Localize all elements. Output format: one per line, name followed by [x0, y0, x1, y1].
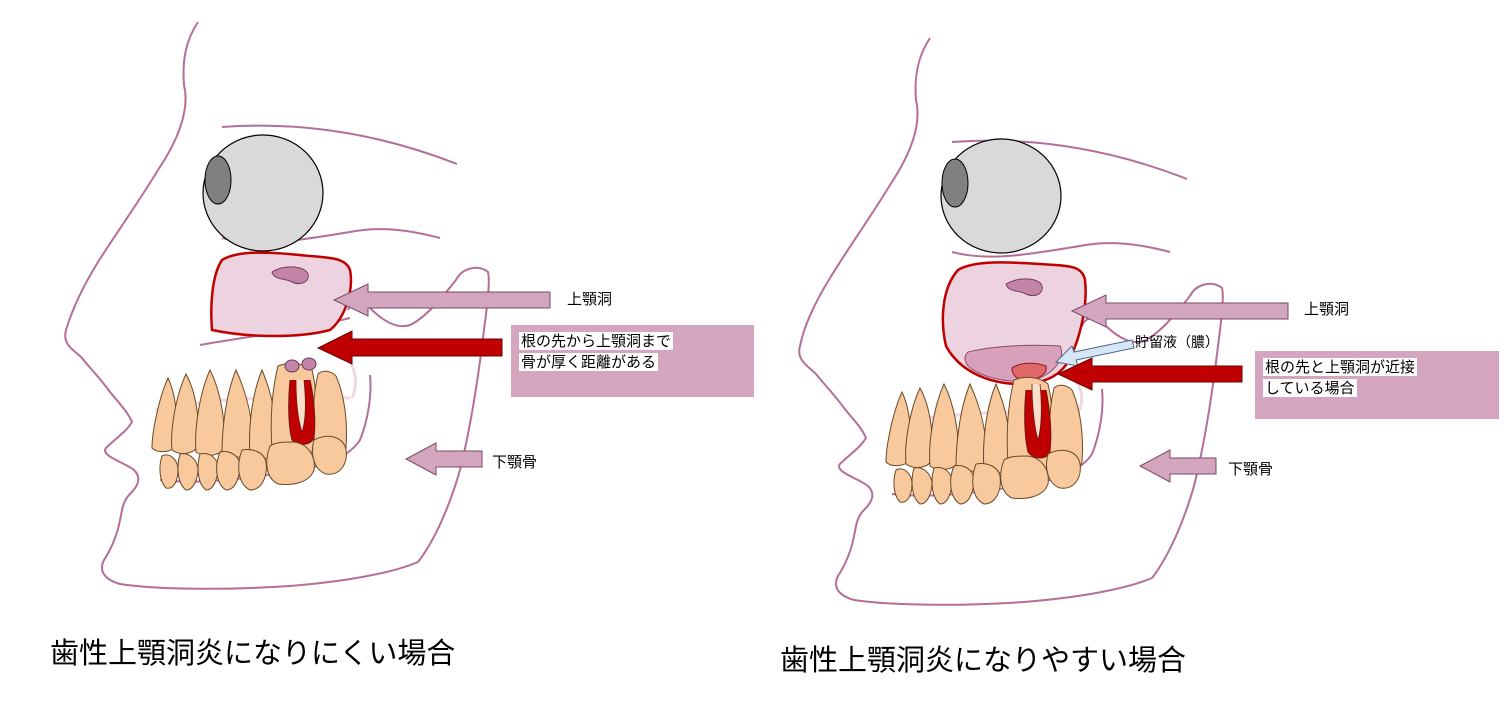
root-proximity-callout: 根の先と上顎洞が近接 している場合: [1255, 351, 1499, 419]
nasal-opening-icon: [1005, 278, 1043, 297]
tooth-root-canal: [1031, 383, 1042, 442]
nasal-opening-icon: [271, 266, 309, 285]
eye-icon: [202, 134, 324, 252]
mandible-label: 下顎骨: [492, 453, 538, 471]
root-apex-icon: [301, 357, 317, 371]
callout-line-1: 根の先から上顎洞まで: [519, 332, 674, 350]
lower-teeth: [893, 449, 1081, 505]
pupil-icon: [941, 158, 969, 208]
maxillary-sinus-label: 上顎洞: [1304, 300, 1350, 318]
lower-teeth: [159, 435, 347, 491]
root-apex-icon: [284, 359, 300, 373]
mandible-label: 下顎骨: [1228, 460, 1274, 478]
callout-line-1: 根の先と上顎洞が近接: [1263, 358, 1418, 376]
sinus-pointer-arrow: [1070, 294, 1289, 328]
tooth-root-canal: [295, 379, 306, 434]
pus-pointer-arrow: [1054, 339, 1135, 367]
sinus-pointer-arrow: [332, 283, 551, 317]
root-pointer-arrow: [1056, 357, 1243, 391]
jaw-outline: [417, 266, 490, 563]
pupil-icon: [204, 155, 232, 205]
skull-diagram-right: [798, 37, 1289, 606]
maxillary-sinus-label: 上顎洞: [567, 290, 613, 308]
skull-diagram-left: [64, 21, 551, 590]
face-profile: [64, 21, 419, 590]
panel-right: 上顎洞 貯留液（膿） 根の先と上顎洞が近接 している場合 下顎骨 歯性上顎洞炎に…: [730, 0, 1499, 719]
root-distance-callout: 根の先から上顎洞まで 骨が厚く距離がある: [511, 325, 754, 397]
caption-left: 歯性上顎洞炎になりにくい場合: [50, 636, 456, 670]
face-profile: [798, 37, 1153, 606]
gum-curve: [348, 361, 358, 399]
mandible-pointer-arrow: [404, 442, 483, 476]
mandible-pointer-arrow: [1138, 449, 1217, 483]
callout-line-2: 骨が厚く距離がある: [519, 353, 659, 371]
panel-left: 上顎洞 根の先から上顎洞まで 骨が厚く距離がある 下顎骨 歯性上顎洞炎になりにく…: [50, 21, 754, 670]
callout-line-2: している場合: [1263, 379, 1357, 397]
orbit-floor-line: [951, 242, 1171, 258]
root-pointer-arrow: [316, 330, 503, 365]
inflamed-area: [1011, 362, 1047, 381]
caption-right: 歯性上顎洞炎になりやすい場合: [780, 643, 1187, 677]
brow-line: [221, 124, 458, 165]
brow-line: [951, 139, 1188, 180]
eye-icon: [940, 138, 1062, 254]
pus-label: 貯留液（膿）: [1135, 335, 1219, 351]
maxillary-sinus-shape: [210, 251, 353, 338]
